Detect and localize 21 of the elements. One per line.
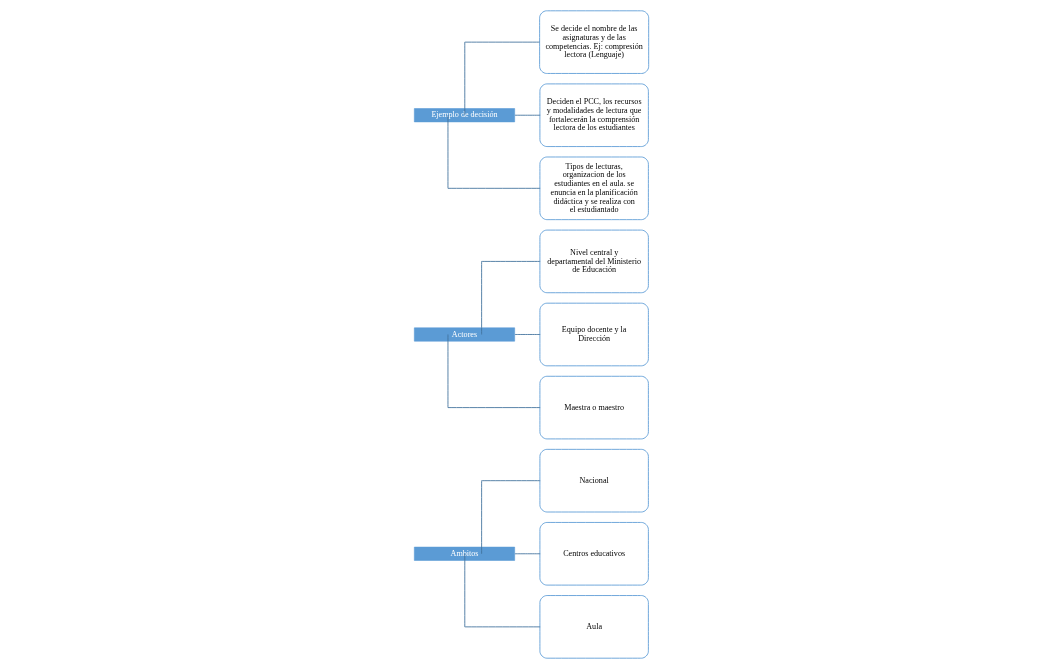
connector	[480, 260, 541, 335]
node-box: Deciden el PCC, los recursos y modalidades de lectura que fortalecerán la comprensión lectora de los estudiantes	[538, 83, 649, 147]
connector	[447, 334, 541, 409]
node-box: Centros educativos	[538, 522, 649, 586]
node-box: Nivel central y departamental del Ministerio de Educación	[538, 229, 649, 294]
connector	[514, 553, 541, 555]
node-box: Maestra o maestro	[538, 375, 649, 440]
connector	[463, 553, 541, 628]
node-box: Tipos de lecturas, organizacion de los estudiantes en el aula. se enuncia en la planificación didáctica y se realiza con el estudiantado	[538, 156, 649, 221]
node-box: Aula	[538, 595, 649, 659]
connector	[514, 114, 541, 116]
node-box: Se decide el nombre de las asignaturas y de las competencias. Ej: compresión lectora (Lenguaje)	[538, 10, 649, 74]
connector	[514, 334, 541, 335]
node-box: Nacional	[538, 448, 649, 513]
node-box: Actores	[413, 327, 515, 342]
connector	[447, 114, 541, 189]
connector	[463, 41, 540, 116]
node-box: Equipo docente y la Dirección	[538, 302, 649, 367]
connector	[480, 480, 541, 555]
node-box: Ejemplo de decisión	[413, 108, 515, 123]
node-box: Ambitos	[413, 546, 515, 561]
